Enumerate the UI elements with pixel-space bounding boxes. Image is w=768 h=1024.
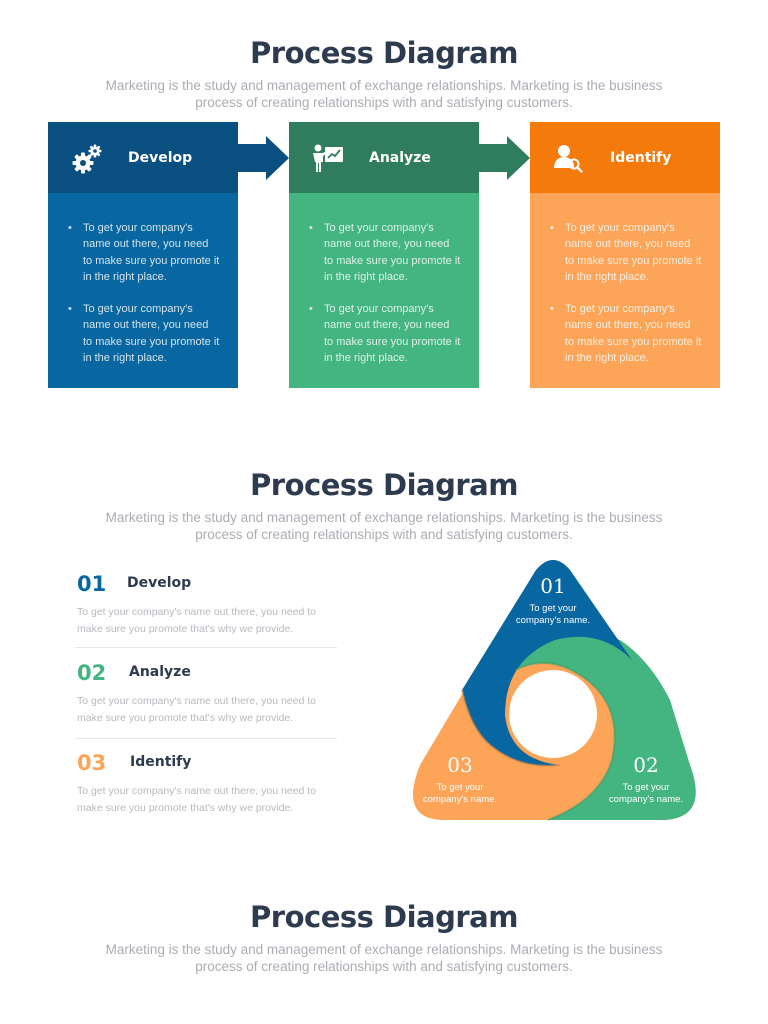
bullet-item: To get your company's name out there, yo… — [309, 301, 461, 366]
arrow-right-icon — [479, 136, 530, 180]
column-body: To get your company's name out there, yo… — [530, 193, 720, 388]
triangle-segment-01 — [462, 560, 632, 766]
column-header: Develop — [48, 122, 238, 193]
process-column-analyze: Analyze To get your company's name out t… — [289, 122, 479, 388]
triangle-label-text: company's name. — [423, 794, 497, 805]
divider — [75, 738, 337, 739]
step-label: Develop — [127, 575, 192, 591]
column-title: Develop — [128, 150, 193, 166]
step-description: To get your company's name out there, yo… — [77, 695, 316, 724]
triangle-label-text: company's name. — [609, 794, 683, 805]
triangle-cycle-diagram: 01 To get your company's name. 02 To get… — [412, 560, 696, 821]
step-label: Identify — [130, 754, 192, 770]
triangle-label-text: To get your — [623, 782, 670, 793]
step-number: 01 — [77, 572, 107, 596]
triangle-label-text: company's name. — [516, 615, 590, 626]
column-title: Analyze — [369, 150, 431, 166]
gears-icon — [72, 144, 102, 174]
step-number: 03 — [77, 751, 107, 775]
section-3-title: Process Diagram — [250, 900, 518, 934]
section-3-subtitle: Marketing is the study and management of… — [105, 942, 663, 974]
section-2-title: Process Diagram — [250, 468, 518, 502]
step-description: To get your company's name out there, yo… — [77, 785, 316, 814]
column-body: To get your company's name out there, yo… — [48, 193, 238, 388]
column-header: Analyze — [289, 122, 479, 193]
user-search-icon — [554, 145, 583, 173]
section-2-subtitle: Marketing is the study and management of… — [105, 510, 663, 542]
triangle-segment-02 — [515, 633, 696, 820]
column-body: To get your company's name out there, yo… — [289, 193, 479, 388]
step-label: Analyze — [129, 664, 191, 680]
bullet-item: To get your company's name out there, yo… — [309, 220, 461, 285]
bullet-item: To get your company's name out there, yo… — [68, 301, 220, 366]
triangle-label-number: 03 — [447, 753, 472, 777]
process-column-develop: Develop To get your company's name out t… — [48, 122, 238, 388]
divider — [75, 647, 337, 648]
column-header: Identify — [530, 122, 720, 193]
bullet-item: To get your company's name out there, yo… — [550, 301, 702, 366]
triangle-label-text: To get your — [437, 782, 484, 793]
triangle-label-text: To get your — [530, 603, 577, 614]
bullet-item: To get your company's name out there, yo… — [68, 220, 220, 285]
section-1-subtitle: Marketing is the study and management of… — [105, 78, 663, 110]
triangle-label-number: 02 — [633, 753, 658, 777]
bullet-item: To get your company's name out there, yo… — [550, 220, 702, 285]
step-description: To get your company's name out there, yo… — [77, 606, 316, 635]
arrow-right-icon — [238, 136, 289, 180]
process-column-identify: Identify To get your company's name out … — [530, 122, 720, 388]
triangle-label-number: 01 — [540, 574, 565, 598]
presentation-icon — [313, 144, 343, 172]
column-title: Identify — [610, 150, 672, 166]
step-number: 02 — [77, 661, 107, 685]
section-1-title: Process Diagram — [250, 36, 518, 70]
